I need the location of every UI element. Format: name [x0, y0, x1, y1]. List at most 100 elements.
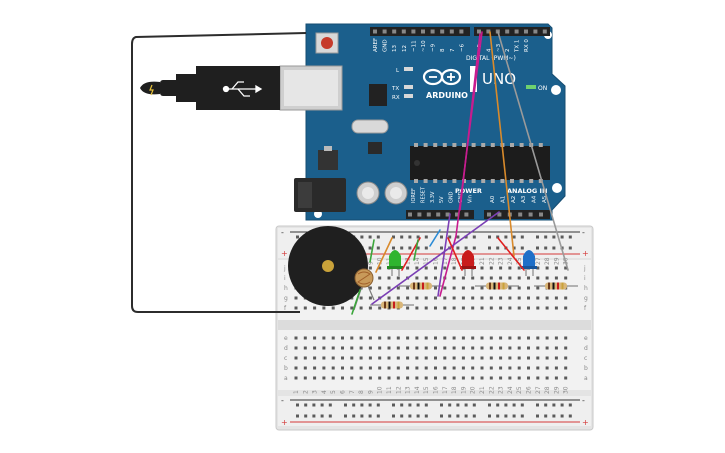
- tx-led: [404, 85, 413, 89]
- column-number: 14: [414, 257, 421, 265]
- rail-minus-label-bottom: -: [281, 396, 284, 405]
- led-green[interactable]: [387, 250, 403, 276]
- column-number: 15: [423, 257, 430, 265]
- column-number: 5: [330, 390, 337, 394]
- column-number: 24: [507, 257, 514, 265]
- digital-pin-label: ~6: [459, 43, 465, 52]
- column-number: 21: [479, 257, 486, 265]
- l-label: L: [396, 68, 400, 74]
- power-pin-label: GND: [449, 191, 455, 203]
- row-letter: c: [584, 355, 587, 362]
- usb-cable-icon[interactable]: [131, 32, 307, 313]
- column-number: 16: [433, 386, 440, 394]
- column-number: 24: [507, 386, 514, 394]
- wire-green-3[interactable]: [413, 239, 419, 261]
- column-number: 22: [488, 386, 495, 394]
- wire-purple[interactable]: [371, 211, 500, 305]
- wire-magenta-2[interactable]: [459, 33, 481, 211]
- wire-magenta[interactable]: [439, 31, 483, 297]
- photoresistor[interactable]: [353, 268, 375, 311]
- digital-pin-label: AREF: [373, 38, 379, 52]
- digital-pin-label: 12: [402, 45, 408, 52]
- analog-pin-label: A0: [490, 195, 496, 203]
- wire-blue[interactable]: [429, 229, 441, 247]
- column-number: 14: [414, 386, 421, 394]
- on-led: [526, 85, 536, 89]
- analog-pin-label: A2: [511, 196, 517, 203]
- column-number: 13: [405, 386, 412, 394]
- logo-divider: [470, 66, 477, 92]
- wire-orange-2[interactable]: [375, 237, 393, 273]
- rail-minus-label-top-right: -: [582, 228, 585, 237]
- power-pin-label: 5V: [439, 196, 445, 203]
- row-letter: b: [584, 365, 588, 372]
- atmega-chip: [410, 146, 550, 180]
- column-number: 25: [516, 257, 523, 265]
- column-number: 13: [405, 257, 412, 265]
- rail-plus-label-top-right: +: [582, 249, 589, 258]
- digital-pin-label: ~9: [431, 43, 437, 52]
- digital-header-left: [370, 27, 470, 36]
- resistor[interactable]: [534, 282, 578, 290]
- resistor[interactable]: [370, 301, 414, 309]
- regulator-chip: [368, 142, 382, 154]
- wire-purple-2[interactable]: [437, 213, 451, 297]
- row-letter: j: [583, 265, 586, 272]
- column-number: 18: [451, 257, 458, 265]
- usb-bolt-icon: [149, 84, 154, 96]
- analog-pin-label: A4: [532, 195, 538, 203]
- column-number: 22: [488, 257, 495, 265]
- row-letter: i: [284, 275, 286, 282]
- row-letter: h: [584, 285, 588, 292]
- reset-button-cap[interactable]: [321, 37, 333, 49]
- rx-led: [404, 94, 413, 98]
- column-number: 3: [312, 390, 319, 394]
- digital-pin-label: ~10: [421, 40, 427, 52]
- column-number: 15: [423, 386, 430, 394]
- column-number: 23: [498, 257, 505, 265]
- digital-pin-label: 2: [505, 49, 511, 53]
- column-number: 2: [302, 390, 309, 394]
- breadboard[interactable]: - + - + - + - + 112233445566778899101011…: [275, 225, 594, 431]
- led-blue[interactable]: [521, 250, 537, 276]
- digital-pin-label: ~11: [411, 40, 417, 52]
- column-number: 28: [544, 257, 551, 265]
- wire-orange[interactable]: [489, 31, 515, 257]
- column-number: 27: [535, 257, 542, 265]
- row-letter: b: [284, 365, 288, 372]
- column-number: 16: [433, 257, 440, 265]
- row-letter: d: [284, 345, 288, 352]
- column-number: 7: [349, 390, 356, 394]
- buzzer-center: [322, 260, 334, 272]
- row-letter: e: [284, 335, 288, 342]
- column-number: 30: [563, 386, 570, 394]
- led-red[interactable]: [460, 250, 476, 276]
- piezo-buzzer[interactable]: [288, 226, 368, 306]
- resistor[interactable]: [475, 282, 519, 290]
- analog-pin-label: A3: [521, 195, 527, 203]
- power-label: POWER: [455, 187, 482, 195]
- mounting-hole: [551, 85, 561, 95]
- digital-label: DIGITAL (PWM~): [466, 55, 516, 62]
- row-letter: a: [584, 375, 588, 382]
- resistor[interactable]: [399, 282, 443, 290]
- wire-green-2[interactable]: [351, 289, 361, 315]
- analog-header: [484, 210, 550, 219]
- wire-gray[interactable]: [497, 31, 569, 271]
- terminal-strip-bottom: [278, 330, 591, 390]
- column-number: 27: [535, 386, 542, 394]
- terminal-holes-bottom: [294, 336, 568, 380]
- column-number: 23: [498, 386, 505, 394]
- wire-red-3[interactable]: [447, 237, 463, 271]
- wire-green-1[interactable]: [369, 239, 375, 263]
- rail-plus-label-bottom-right: +: [582, 418, 589, 427]
- row-letter: j: [283, 265, 286, 272]
- wire-red-2[interactable]: [497, 237, 525, 271]
- usb-symbol-icon: [222, 81, 263, 97]
- tx-label: TX: [391, 86, 399, 92]
- row-letter: f: [584, 305, 587, 312]
- mounting-hole: [552, 183, 562, 193]
